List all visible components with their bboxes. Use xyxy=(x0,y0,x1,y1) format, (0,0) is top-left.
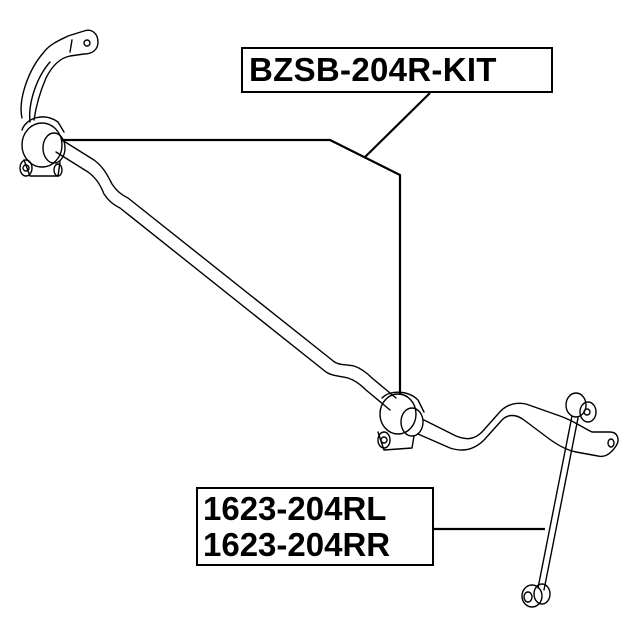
link-left-part-number: 1623-204RL xyxy=(203,490,387,527)
link-right-part-number: 1623-204RR xyxy=(203,526,391,563)
right-bar-section xyxy=(417,402,619,458)
leader-lines xyxy=(62,92,545,531)
bushing-kit-part-number-label: BZSB-204R-KIT xyxy=(241,47,553,93)
left-end-arm xyxy=(20,29,99,123)
left-bushing xyxy=(19,116,66,177)
kit-leader-line xyxy=(364,92,431,158)
main-bar xyxy=(55,139,397,411)
right-bushing xyxy=(377,391,425,451)
kit-branch-line xyxy=(62,138,402,395)
bushing-kit-part-number: BZSB-204R-KIT xyxy=(249,51,497,88)
end-link xyxy=(521,392,597,608)
link-part-numbers-label: 1623-204RL 1623-204RR xyxy=(196,487,434,566)
